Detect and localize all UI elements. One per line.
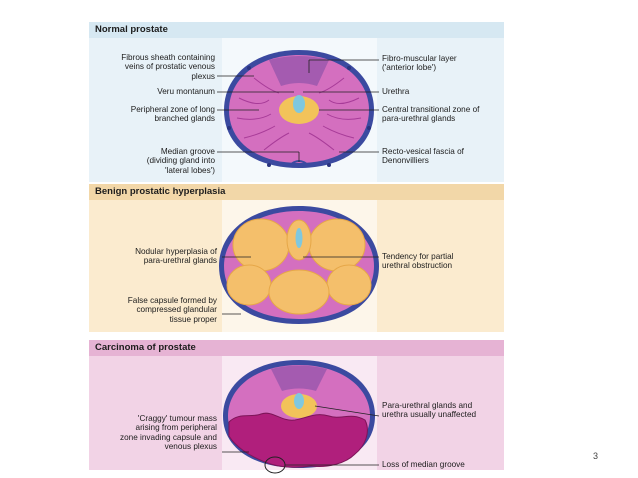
label-recto-vesical-fascia: Recto-vesical fascia of Denonvilliers xyxy=(382,147,464,166)
urethra-lumen xyxy=(293,95,305,113)
panel-carcinoma: Carcinoma of prostate 'Craggy' tumour ma… xyxy=(89,340,504,474)
page-number: 3 xyxy=(593,451,599,461)
panel-bph: Benign prostatic hyperplasia Nodular hyp… xyxy=(89,184,504,332)
leader-lines xyxy=(222,256,379,315)
carcinoma-diagram xyxy=(222,360,380,474)
leader-lines xyxy=(217,59,379,162)
panel-normal-prostate: Normal prostate xyxy=(89,22,504,182)
anterior-lobe xyxy=(271,365,327,391)
label-craggy-tumour: 'Craggy' tumour mass arising from periph… xyxy=(120,414,217,452)
compressed-urethra xyxy=(295,228,303,248)
panel-body: Fibrous sheath containing veins of prost… xyxy=(89,38,504,182)
panel-title: Benign prostatic hyperplasia xyxy=(89,184,504,200)
anterior-lobe xyxy=(269,56,329,86)
urethra-lumen xyxy=(294,393,304,409)
label-median-groove: Median groove (dividing gland into 'late… xyxy=(146,147,215,175)
venous-plexus xyxy=(227,66,371,167)
panel-body: 'Craggy' tumour mass arising from periph… xyxy=(89,356,504,474)
label-false-capsule: False capsule formed by compressed gland… xyxy=(127,296,217,324)
label-urethra: Urethra xyxy=(382,87,410,96)
panel-title: Carcinoma of prostate xyxy=(89,340,504,356)
label-loss-median-groove: Loss of median groove xyxy=(382,460,465,469)
label-central-transitional-zone: Central transitional zone of para-urethr… xyxy=(382,105,480,124)
gland-lobules xyxy=(236,77,362,151)
label-veru-montanum: Veru montanum xyxy=(157,87,215,96)
normal-prostate-diagram xyxy=(217,50,379,168)
label-fibrous-sheath: Fibrous sheath containing veins of prost… xyxy=(121,53,215,81)
label-peripheral-zone: Peripheral zone of long branched glands xyxy=(130,105,215,124)
hyperplastic-nodules xyxy=(226,218,372,315)
panel-body: Nodular hyperplasia of para-urethral gla… xyxy=(89,200,504,332)
label-nodular-hyperplasia: Nodular hyperplasia of para-urethral gla… xyxy=(135,247,217,266)
label-partial-obstruction: Tendency for partial urethral obstructio… xyxy=(382,252,454,271)
label-para-urethral-unaffected: Para-urethral glands and urethra usually… xyxy=(382,401,477,420)
bph-diagram xyxy=(219,206,379,324)
tumour-mass xyxy=(228,412,368,468)
label-fibro-muscular-layer: Fibro-muscular layer ('anterior lobe') xyxy=(382,54,457,73)
panel-title: Normal prostate xyxy=(89,22,504,38)
leader-lines xyxy=(222,405,380,466)
